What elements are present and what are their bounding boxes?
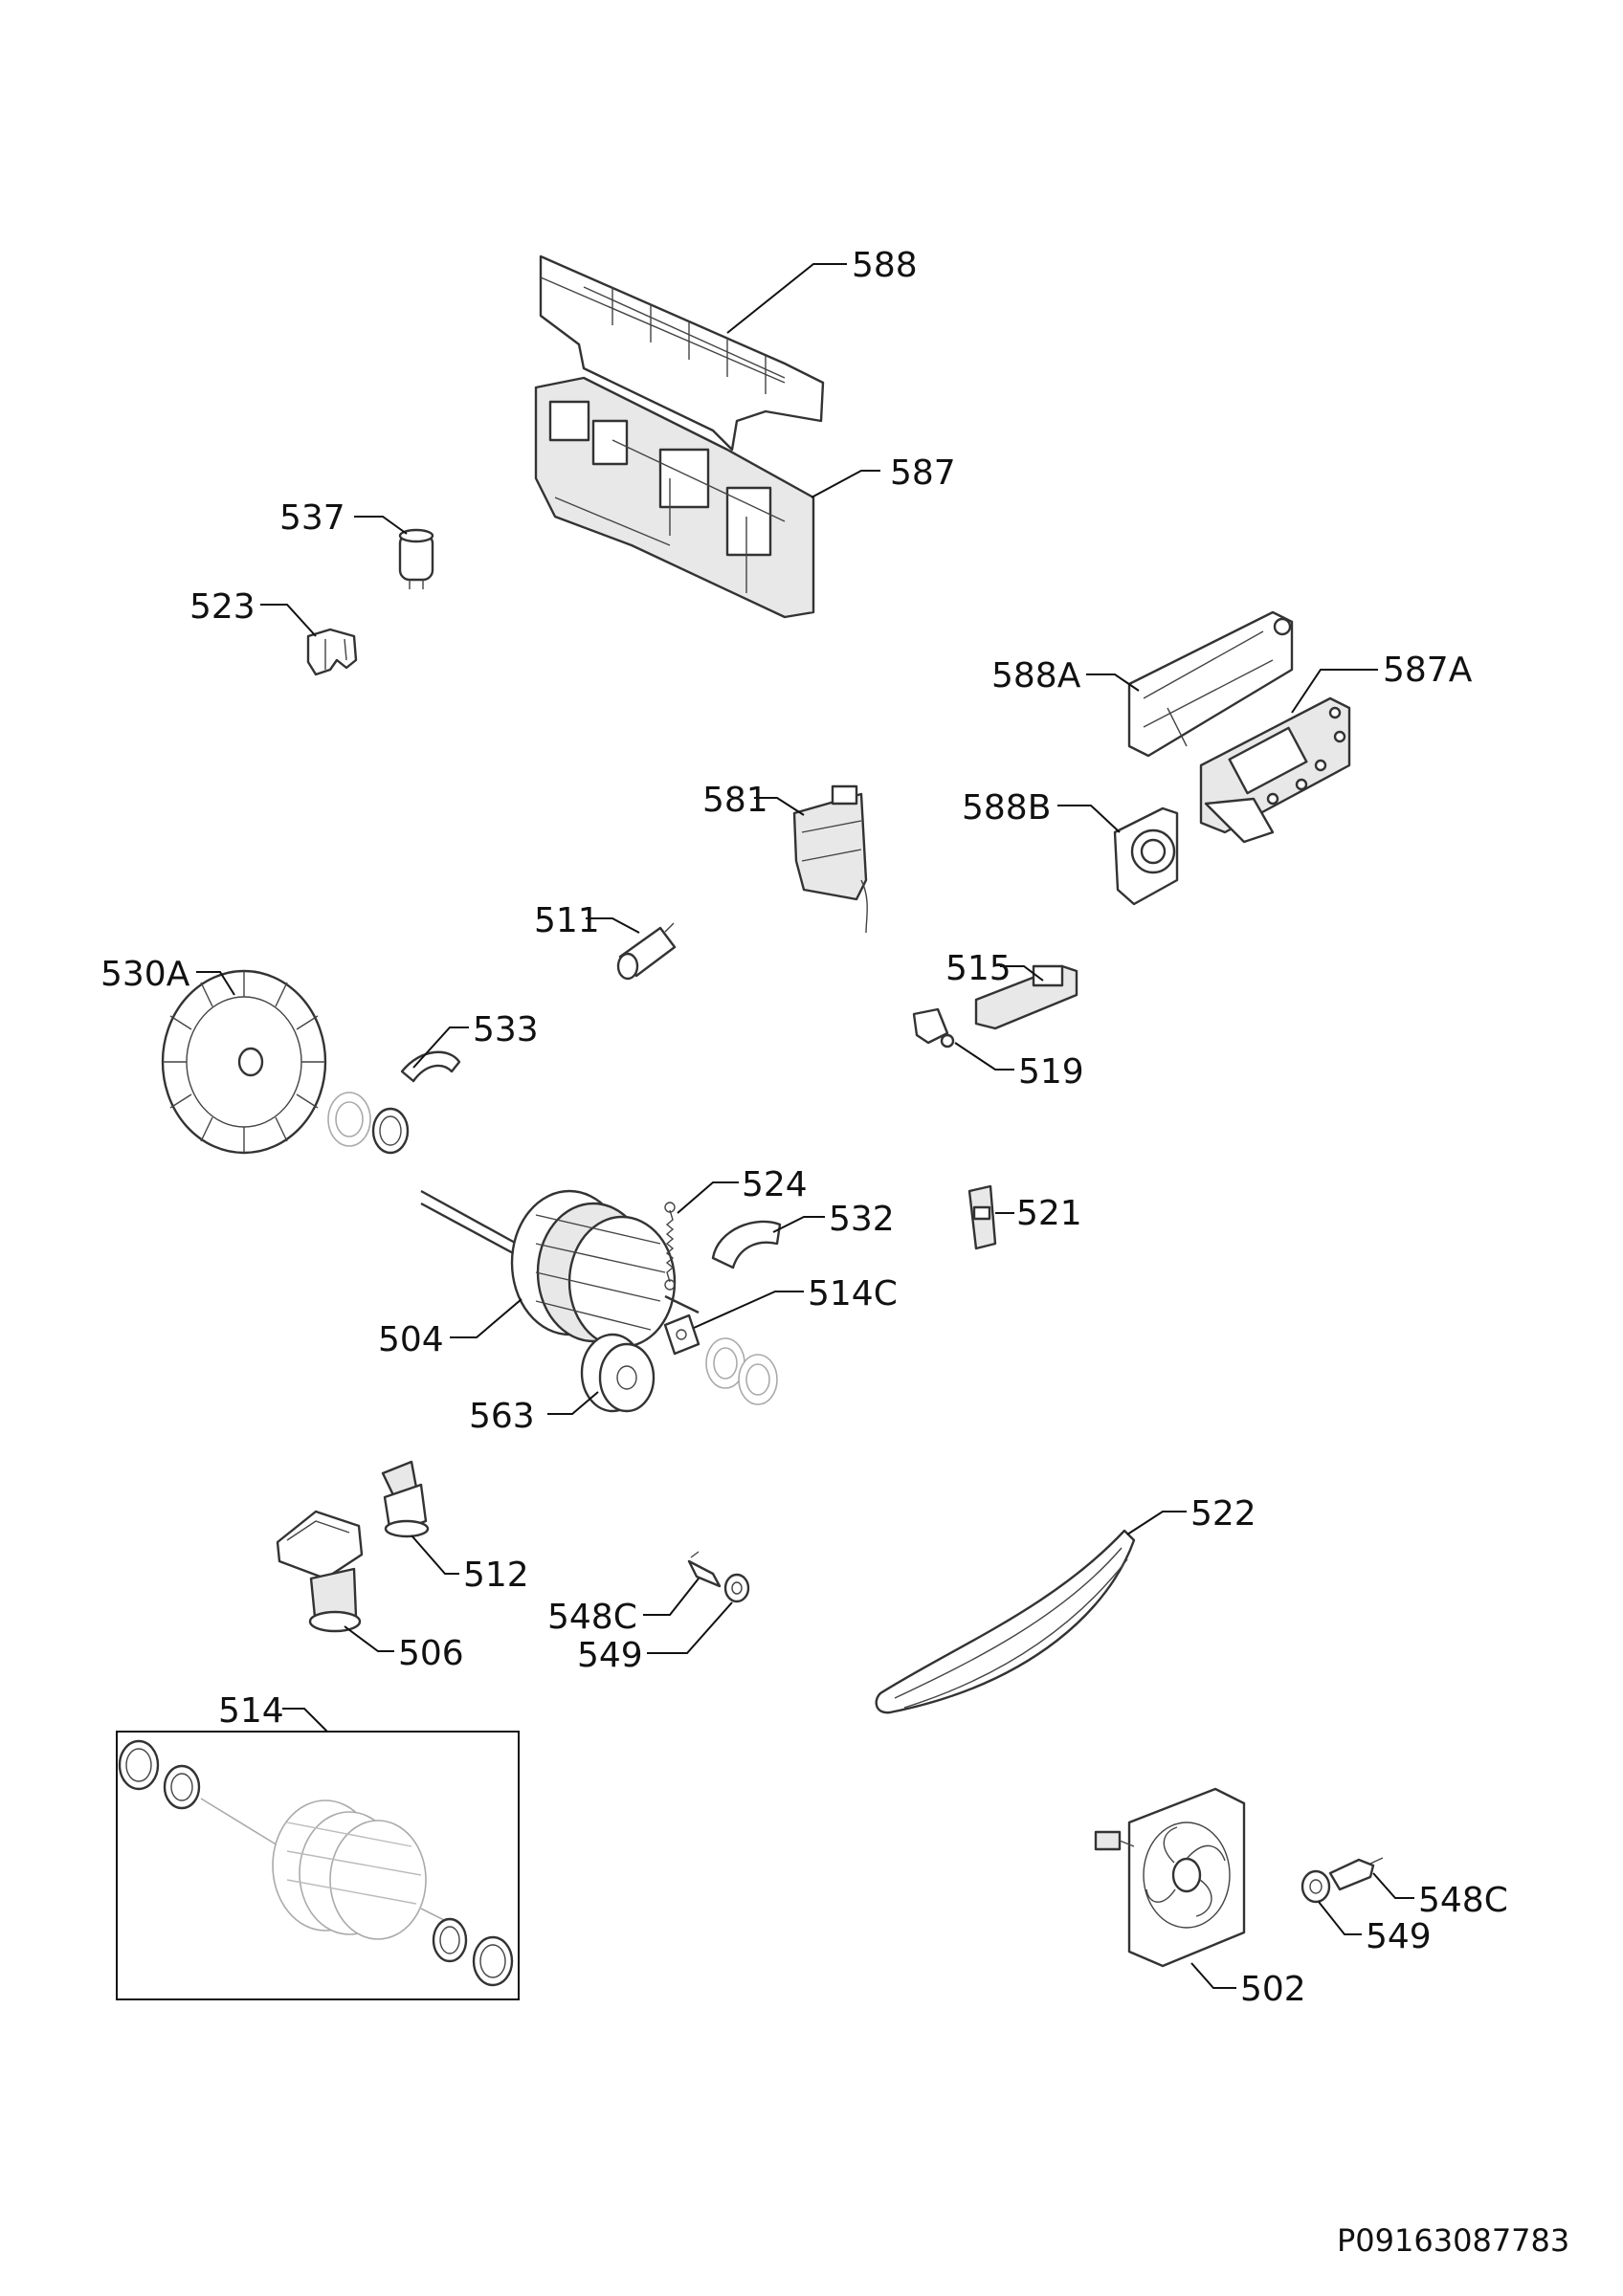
- label-587: 587: [890, 453, 956, 493]
- label-512: 512: [463, 1556, 529, 1595]
- part-514C-plate: [663, 1314, 700, 1356]
- part-530A-fan-wheel: [161, 969, 327, 1155]
- leader-533: [412, 1027, 469, 1069]
- label-515: 515: [945, 949, 1012, 988]
- part-506-assembly: [276, 1510, 364, 1633]
- document-code: P09163087783: [1337, 2222, 1569, 2259]
- leader-537: [354, 516, 408, 535]
- label-521: 521: [1016, 1194, 1082, 1233]
- label-524: 524: [742, 1165, 808, 1204]
- label-537: 537: [279, 498, 345, 538]
- label-587A: 587A: [1383, 651, 1473, 690]
- part-523-clip: [306, 628, 358, 676]
- leader-523: [260, 604, 317, 637]
- part-522-handle: [875, 1529, 1136, 1714]
- part-515-door-lock: [974, 964, 1078, 1030]
- leader-522: [1126, 1511, 1187, 1535]
- part-549-nut-lower: [1301, 1869, 1331, 1904]
- leader-530A: [196, 971, 235, 996]
- leader-588A: [1086, 673, 1140, 692]
- label-514: 514: [218, 1691, 284, 1731]
- label-504: 504: [378, 1320, 444, 1359]
- part-563-pulley: [580, 1333, 656, 1413]
- part-532-guard: [711, 1220, 782, 1269]
- label-522: 522: [1190, 1494, 1256, 1534]
- part-581-module-board: [792, 784, 868, 934]
- part-502-cooling-fan: [1094, 1787, 1246, 1968]
- part-524-spring: [664, 1202, 676, 1291]
- part-588A-display-cover: [1127, 610, 1294, 758]
- leader-588B: [1057, 805, 1121, 833]
- label-502: 502: [1240, 1970, 1306, 2009]
- leader-506: [344, 1625, 394, 1652]
- leader-563: [547, 1391, 599, 1415]
- part-504-motor: [420, 1189, 700, 1349]
- label-548C-upper: 548C: [547, 1598, 637, 1637]
- part-548C-screw-upper: [687, 1551, 722, 1588]
- leader-581: [754, 797, 805, 816]
- label-523: 523: [189, 587, 256, 627]
- leader-515: [1000, 965, 1044, 982]
- part-511-capacitor: [616, 922, 677, 981]
- label-506: 506: [398, 1634, 464, 1673]
- label-563: 563: [469, 1397, 535, 1436]
- label-588B: 588B: [962, 788, 1051, 828]
- leader-511: [586, 917, 640, 934]
- part-519-switch: [912, 1007, 955, 1049]
- label-511: 511: [534, 901, 600, 940]
- part-587-electronic-module: [534, 376, 815, 619]
- leader-548C-lower: [1372, 1872, 1414, 1899]
- label-581: 581: [702, 781, 768, 820]
- label-532: 532: [829, 1200, 895, 1239]
- leader-502: [1190, 1962, 1236, 1989]
- leader-549-lower: [1318, 1901, 1362, 1935]
- part-588B-knob-housing: [1113, 806, 1179, 906]
- leader-588: [726, 263, 847, 334]
- label-514C: 514C: [808, 1274, 898, 1314]
- leader-504: [450, 1298, 522, 1338]
- part-bearing-rings-lower: [705, 1337, 778, 1405]
- leader-532: [772, 1216, 825, 1233]
- part-521-sensor: [967, 1184, 997, 1250]
- label-549-lower: 549: [1366, 1917, 1432, 1956]
- leader-524: [677, 1181, 739, 1214]
- leader-519: [954, 1042, 1014, 1071]
- part-537-capacitor: [398, 528, 434, 589]
- label-588: 588: [852, 246, 918, 285]
- label-549-upper: 549: [577, 1636, 643, 1675]
- part-bearing-rings-upper: [327, 1092, 410, 1155]
- leader-587: [811, 470, 880, 498]
- leader-548C-upper: [643, 1578, 700, 1616]
- leader-587A: [1291, 669, 1378, 714]
- part-533-bracket: [400, 1050, 461, 1083]
- leader-512: [411, 1534, 459, 1575]
- part-512-pump: [381, 1460, 430, 1538]
- part-548C-screw-lower: [1328, 1857, 1384, 1891]
- kit-514-frame: [116, 1731, 520, 2000]
- label-530A: 530A: [100, 955, 190, 994]
- label-548C-lower: 548C: [1418, 1881, 1508, 1920]
- label-533: 533: [473, 1010, 539, 1049]
- part-588-cover: [539, 254, 825, 452]
- label-519: 519: [1018, 1052, 1084, 1092]
- leader-514C: [693, 1291, 804, 1329]
- leader-549-upper: [647, 1601, 733, 1654]
- label-588A: 588A: [991, 656, 1081, 695]
- part-549-nut-upper: [723, 1573, 750, 1603]
- part-514-motor-kit: [118, 1739, 514, 1987]
- leader-514: [282, 1708, 328, 1733]
- part-587A-display-board: [1199, 696, 1351, 844]
